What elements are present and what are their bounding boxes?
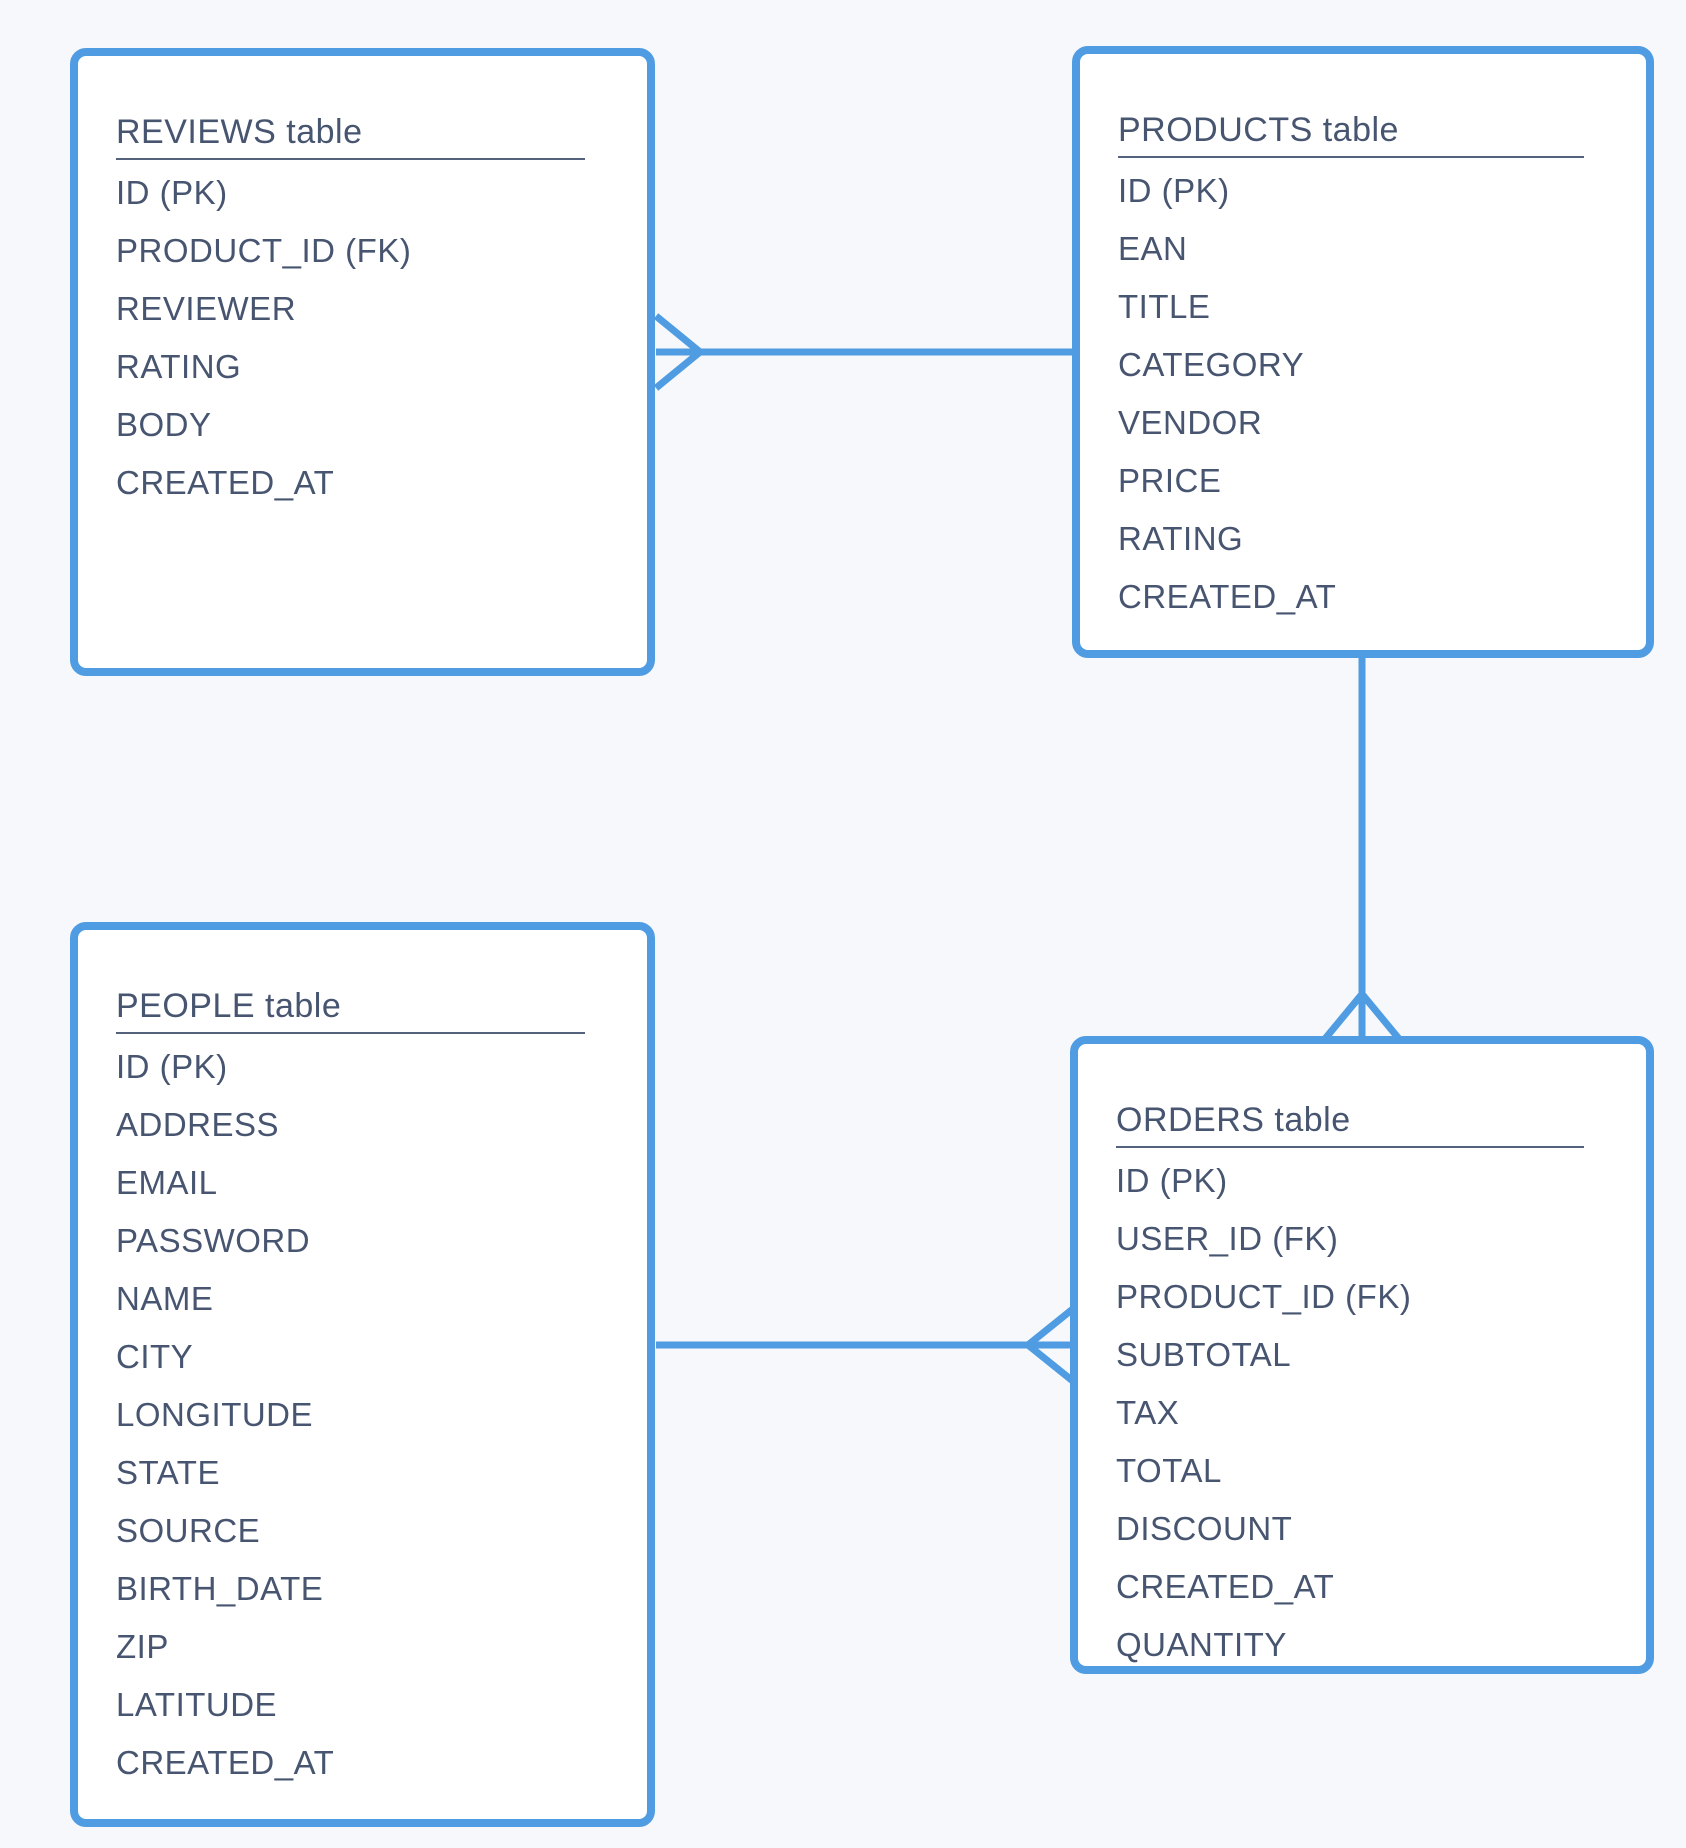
field-row: EMAIL (116, 1164, 218, 1201)
field-list-orders: ID (PK) USER_ID (FK) PRODUCT_ID (FK) SUB… (1116, 1152, 1610, 1674)
field-row: ID (PK) (116, 174, 228, 211)
field-row: QUANTITY (1116, 1626, 1287, 1663)
table-card-orders: ORDERS table ID (PK) USER_ID (FK) PRODUC… (1070, 1036, 1654, 1674)
table-title-products: PRODUCTS table (1118, 108, 1584, 158)
table-card-products: PRODUCTS table ID (PK) EAN TITLE CATEGOR… (1072, 46, 1654, 658)
field-row: NAME (116, 1280, 214, 1317)
relationship-people-orders (656, 1305, 1077, 1385)
field-row: PRODUCT_ID (FK) (1116, 1278, 1412, 1315)
table-card-people: PEOPLE table ID (PK) ADDRESS EMAIL PASSW… (70, 922, 655, 1827)
field-row: LONGITUDE (116, 1396, 314, 1433)
table-title-people: PEOPLE table (116, 984, 585, 1034)
field-row: RATING (116, 348, 242, 385)
field-row: SOURCE (116, 1512, 261, 1549)
field-row: BODY (116, 406, 212, 443)
field-row: CREATED_AT (1116, 1568, 1335, 1605)
field-row: PRODUCT_ID (FK) (116, 232, 412, 269)
table-card-reviews: REVIEWS table ID (PK) PRODUCT_ID (FK) RE… (70, 48, 655, 676)
field-row: CITY (116, 1338, 194, 1375)
field-row: ID (PK) (116, 1048, 228, 1085)
field-row: ZIP (116, 1628, 169, 1665)
field-row: REVIEWER (116, 290, 297, 327)
field-row: STATE (116, 1454, 220, 1491)
field-row: CREATED_AT (116, 1744, 335, 1781)
field-row: CATEGORY (1118, 346, 1305, 383)
relationship-products-reviews (653, 313, 1074, 391)
relationship-products-orders (1321, 652, 1403, 1043)
field-list-people: ID (PK) ADDRESS EMAIL PASSWORD NAME CITY… (116, 1038, 611, 1792)
crow-foot-many-orders-top (1321, 991, 1403, 1043)
field-row: RATING (1118, 520, 1244, 557)
field-list-reviews: ID (PK) PRODUCT_ID (FK) REVIEWER RATING … (116, 164, 611, 512)
crow-foot-many-orders-left (1025, 1305, 1077, 1385)
field-row: BIRTH_DATE (116, 1570, 324, 1607)
field-row: CREATED_AT (116, 464, 335, 501)
field-row: VENDOR (1118, 404, 1263, 441)
table-title-reviews: REVIEWS table (116, 110, 585, 160)
field-row: ID (PK) (1116, 1162, 1228, 1199)
field-row: ID (PK) (1118, 172, 1230, 209)
field-row: EAN (1118, 230, 1188, 267)
table-title-orders: ORDERS table (1116, 1098, 1584, 1148)
field-row: TITLE (1118, 288, 1211, 325)
crow-foot-many-reviews (653, 313, 703, 391)
field-row: SUBTOTAL (1116, 1336, 1292, 1373)
field-row: CREATED_AT (1118, 578, 1337, 615)
field-list-products: ID (PK) EAN TITLE CATEGORY VENDOR PRICE … (1118, 162, 1610, 626)
field-row: ADDRESS (116, 1106, 280, 1143)
field-row: PASSWORD (116, 1222, 311, 1259)
field-row: TAX (1116, 1394, 1180, 1431)
field-row: TOTAL (1116, 1452, 1222, 1489)
field-row: PRICE (1118, 462, 1222, 499)
field-row: USER_ID (FK) (1116, 1220, 1339, 1257)
field-row: LATITUDE (116, 1686, 278, 1723)
field-row: DISCOUNT (1116, 1510, 1293, 1547)
